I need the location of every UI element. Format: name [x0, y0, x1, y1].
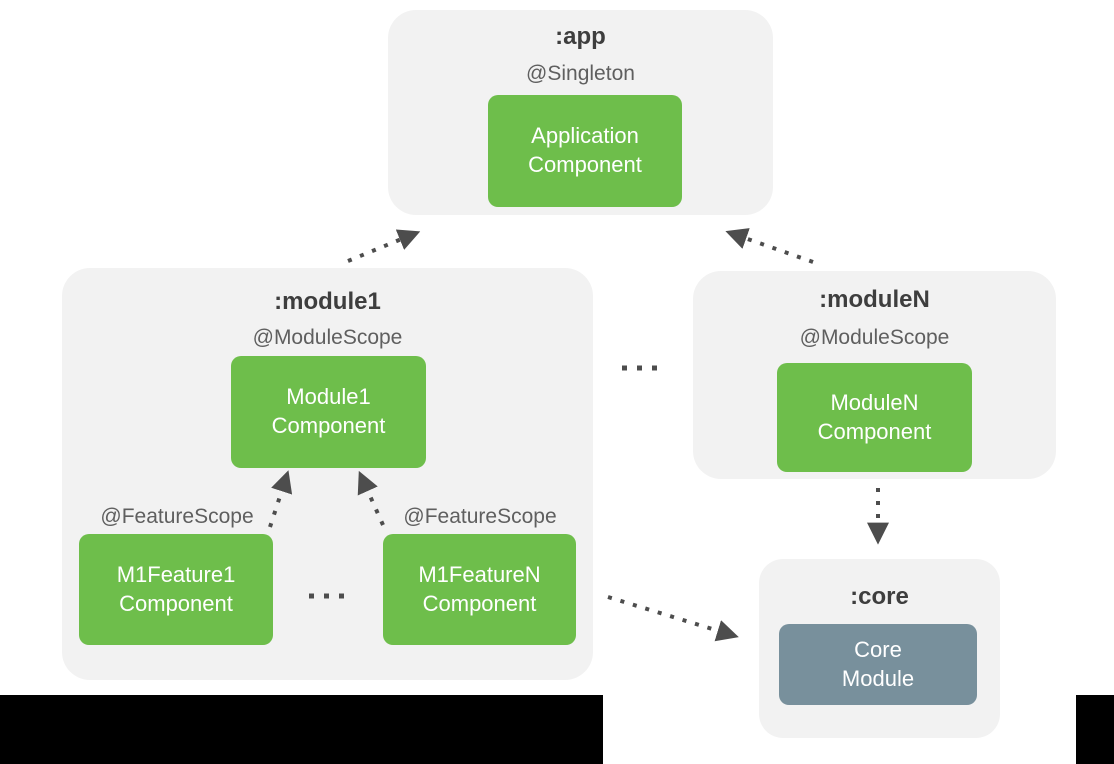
container-app-title: :app [555, 23, 606, 50]
container-app: :app @Singleton Application Component [388, 10, 773, 215]
module1-component-box: Module1 Component [231, 356, 426, 468]
arrow-module1-to-core [607, 595, 739, 642]
featureN-scope-label: @FeatureScope [403, 505, 557, 528]
container-core: :core Core Module [759, 559, 1000, 738]
arrow-module1-to-app [347, 229, 421, 263]
container-core-title: :core [850, 583, 909, 610]
container-moduleN: :moduleN @ModuleScope ModuleN Component [693, 271, 1056, 479]
container-moduleN-title: :moduleN [819, 286, 930, 313]
letterbox-bar-right [1076, 695, 1114, 764]
container-module1-title: :module1 [274, 288, 381, 315]
m1feature1-component-box: M1Feature1 Component [79, 534, 273, 645]
container-module1: :module1 @ModuleScope Module1 Component … [62, 268, 593, 680]
application-component-box: Application Component [488, 95, 682, 207]
m1featureN-component-box: M1FeatureN Component [383, 534, 576, 645]
moduleN-scope-label: @ModuleScope [799, 326, 950, 349]
moduleN-component-box: ModuleN Component [777, 363, 972, 472]
singleton-scope-label: @Singleton [526, 62, 635, 85]
letterbox-bar-left [0, 695, 603, 764]
feature1-scope-label: @FeatureScope [100, 505, 254, 528]
arrow-moduleN-to-app [725, 228, 814, 264]
core-module-box: Core Module [779, 624, 977, 705]
module1-scope-label: @ModuleScope [252, 326, 403, 349]
